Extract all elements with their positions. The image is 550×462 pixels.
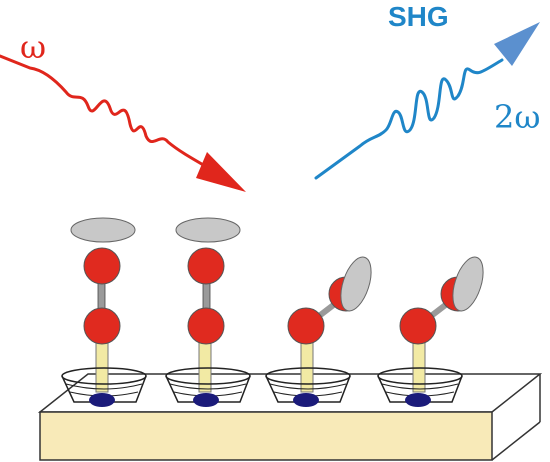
disc-group (452, 256, 484, 312)
substrate-front-face (39, 411, 493, 461)
atom-lower (287, 307, 325, 345)
doubled-frequency-label: 2ω (494, 98, 540, 136)
anchor-group (193, 393, 219, 407)
incident-arrowhead (196, 152, 246, 192)
molecule-tilted (377, 256, 484, 407)
disc-group (340, 256, 372, 312)
incident-wave (0, 54, 214, 172)
molecule-upright (61, 217, 147, 407)
molecule-upright (165, 217, 251, 407)
substrate-top-face (37, 373, 543, 413)
anchor-group (89, 393, 115, 407)
substrate-side-edge (491, 421, 541, 461)
anchor-group (405, 393, 431, 407)
atom-upper (187, 247, 225, 285)
anchor-group (293, 393, 319, 407)
atom-lower (399, 307, 437, 345)
disc-group (70, 217, 136, 243)
atom-lower (187, 307, 225, 345)
incident-beam (0, 54, 246, 192)
shg-arrowhead (494, 22, 540, 66)
molecule-tilted (265, 256, 372, 407)
incident-label: ω (20, 28, 46, 66)
shg-wave (314, 58, 504, 180)
substrate (37, 373, 543, 461)
atom-lower (83, 307, 121, 345)
shg-label: SHG (388, 1, 449, 32)
disc-group (175, 217, 241, 243)
shg-beam (314, 22, 540, 180)
atom-upper (83, 247, 121, 285)
